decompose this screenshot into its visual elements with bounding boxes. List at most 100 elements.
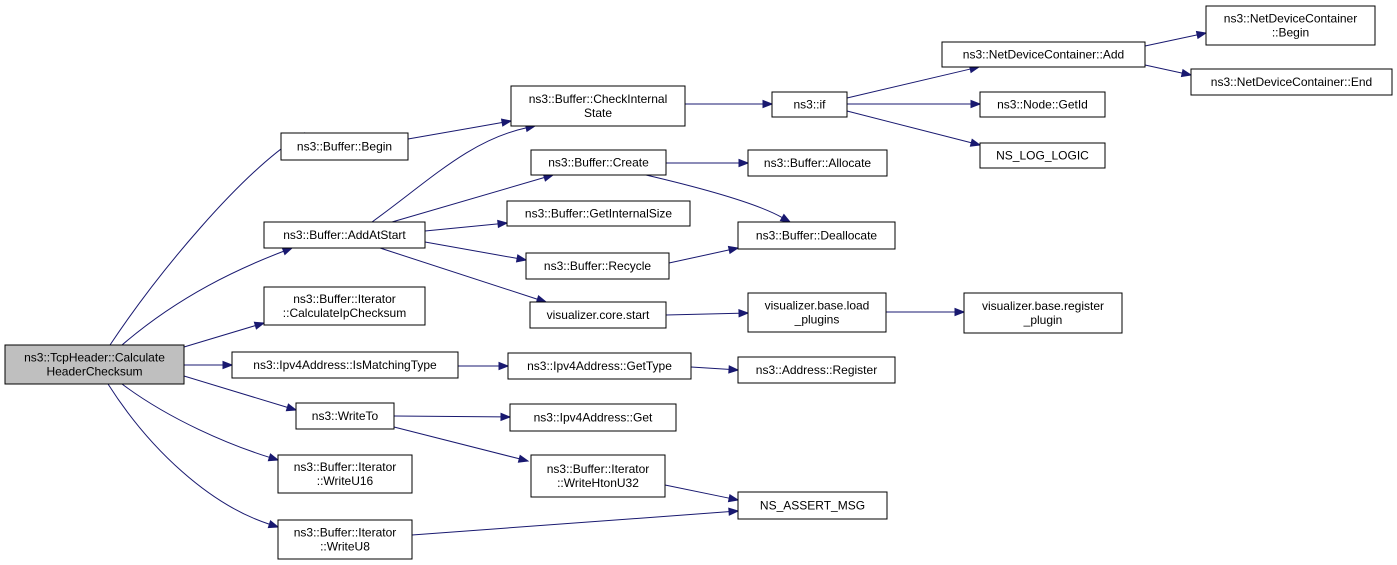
node-ipv4_get[interactable]: ns3::Ipv4Address::Get [509,403,677,432]
call-edge-calc_header_checksum-to-iterator_write_u16 [121,383,270,458]
call-edge-calc_header_checksum-to-iterator_write_u8 [107,383,270,525]
node-ns_assert_msg[interactable]: NS_ASSERT_MSG [737,491,888,520]
node-label: ns3::WriteTo [312,409,379,423]
call-edge-buffer_add_at_start-to-buffer_recycle [424,241,518,259]
node-buffer_create[interactable]: ns3::Buffer::Create [530,149,667,176]
arrowhead-visualizer_core_start-to-visualizer_load_plugins [738,309,750,318]
node-label: ns3::Ipv4Address::GetType [527,359,672,373]
node-box [1205,5,1376,46]
node-label: ns3::if [793,98,826,112]
node-box [231,351,459,379]
arrowhead-ipv4_is_matching_type-to-ipv4_get_type [498,361,510,371]
node-visualizer_core_start[interactable]: visualizer.core.start [529,301,667,329]
node-ns3_if[interactable]: ns3::if [771,91,848,118]
node-buffer_begin[interactable]: ns3::Buffer::Begin [280,132,409,161]
node-node_get_id[interactable]: ns3::Node::GetId [979,91,1106,118]
call-edge-buffer_add_at_start-to-buffer_create [391,177,545,223]
node-label: ns3::NetDeviceContainer::End [1211,75,1372,89]
arrowhead-visualizer_load_plugins-to-visualizer_register_plugin [954,307,966,317]
node-buffer_recycle[interactable]: ns3::Buffer::Recycle [525,252,670,280]
node-netdevicecontainer_begin[interactable]: ns3::NetDeviceContainer::Begin [1205,5,1376,46]
node-visualizer_load_plugins[interactable]: visualizer.base.load_plugins [747,292,887,333]
arrowhead-buffer_create-to-buffer_deallocate [779,213,792,223]
node-iterator_write_hton_u32[interactable]: ns3::Buffer::Iterator::WriteHtonU32 [530,454,666,498]
arrowhead-buffer_create-to-buffer_allocate [738,158,750,168]
node-box [525,252,670,280]
arrowhead-netdevicecontainer_add-to-netdevicecontainer_end [1180,68,1193,78]
node-label: ns3::Node::GetId [997,98,1088,112]
node-buffer_allocate[interactable]: ns3::Buffer::Allocate [747,149,888,177]
node-box [737,491,888,520]
call-edge-iterator_write_u8-to-ns_assert_msg [411,511,730,536]
call-edge-buffer_recycle-to-buffer_deallocate [668,249,730,264]
node-label: ::Begin [1272,26,1309,40]
node-label: State [584,106,612,120]
node-buffer_get_internal_size[interactable]: ns3::Buffer::GetInternalSize [506,200,691,227]
node-box [530,454,666,498]
call-edge-write_to-to-iterator_write_hton_u32 [393,426,520,460]
node-label: visualizer.base.load [765,299,870,313]
node-netdevicecontainer_end[interactable]: ns3::NetDeviceContainer::End [1190,68,1393,96]
call-edge-ipv4_get_type-to-address_register [690,366,730,370]
node-label: ns3::Buffer::AddAtStart [283,228,406,242]
node-ipv4_is_matching_type[interactable]: ns3::Ipv4Address::IsMatchingType [231,351,459,379]
call-edge-write_to-to-ipv4_get [393,415,502,418]
node-visualizer_register_plugin[interactable]: visualizer.base.register_plugin [963,292,1123,334]
node-box [263,286,426,326]
arrowhead-buffer_check_internal_state-to-ns3_if [762,99,774,109]
node-box [771,91,848,118]
node-netdevicecontainer_add[interactable]: ns3::NetDeviceContainer::Add [941,41,1146,68]
call-edge-calc_header_checksum-to-write_to [183,375,288,408]
function-nodes: ns3::TcpHeader::CalculateHeaderChecksumn… [4,5,1393,560]
node-label: ns3::Buffer::Deallocate [756,229,878,243]
node-label: ns3::Buffer::CheckInternal [529,92,668,106]
node-label: ::WriteHtonU32 [557,476,639,490]
arrowhead-ipv4_get_type-to-address_register [728,365,740,374]
arrowhead-calc_header_checksum-to-iterator_write_u16 [267,453,280,462]
node-buffer_deallocate[interactable]: ns3::Buffer::Deallocate [737,221,896,250]
node-label: _plugins [794,313,840,327]
node-write_to[interactable]: ns3::WriteTo [295,402,395,430]
node-address_register[interactable]: ns3::Address::Register [737,356,896,384]
node-box [1190,68,1393,96]
node-box [530,149,667,176]
node-label: ns3::Buffer::GetInternalSize [525,207,673,221]
node-box [277,454,413,494]
call-edge-buffer_create-to-buffer_deallocate [645,174,783,218]
node-iterator_write_u16[interactable]: ns3::Buffer::Iterator::WriteU16 [277,454,413,494]
node-iterator_write_u8[interactable]: ns3::Buffer::Iterator::WriteU8 [277,519,413,560]
node-ns_log_logic[interactable]: NS_LOG_LOGIC [979,142,1106,169]
node-label: NS_ASSERT_MSG [760,499,865,513]
node-box [979,142,1106,169]
node-ipv4_get_type[interactable]: ns3::Ipv4Address::GetType [507,352,692,380]
call-edge-calc_header_checksum-to-iterator_calc_ip_checksum [183,325,256,348]
node-box [509,403,677,432]
node-box [941,41,1146,68]
call-edge-buffer_add_at_start-to-visualizer_core_start [379,247,538,300]
node-label: ns3::TcpHeader::Calculate [24,351,165,365]
node-box [4,344,185,385]
call-edge-buffer_add_at_start-to-buffer_get_internal_size [424,223,499,232]
node-box [277,519,413,560]
node-box [747,292,887,333]
arrowhead-iterator_write_u8-to-ns_assert_msg [728,507,740,516]
call-edge-netdevicecontainer_add-to-netdevicecontainer_end [1144,64,1183,74]
node-label: ns3::Ipv4Address::Get [534,411,653,425]
node-label: ns3::Buffer::Iterator [294,460,397,474]
call-edges [107,30,1208,536]
node-label: ::CalculateIpChecksum [283,306,406,320]
node-buffer_add_at_start[interactable]: ns3::Buffer::AddAtStart [263,221,426,249]
call-edge-buffer_begin-to-buffer_check_internal_state [407,122,503,140]
arrowhead-write_to-to-iterator_write_hton_u32 [517,454,530,463]
arrowhead-calc_header_checksum-to-write_to [285,403,298,412]
node-label: ns3::Address::Register [756,363,877,377]
node-box [507,352,692,380]
arrowhead-iterator_write_hton_u32-to-ns_assert_msg [727,493,740,503]
node-label: ::WriteU16 [317,474,374,488]
node-iterator_calc_ip_checksum[interactable]: ns3::Buffer::Iterator::CalculateIpChecks… [263,286,426,326]
node-box [295,402,395,430]
arrowhead-buffer_recycle-to-buffer_deallocate [727,245,740,255]
